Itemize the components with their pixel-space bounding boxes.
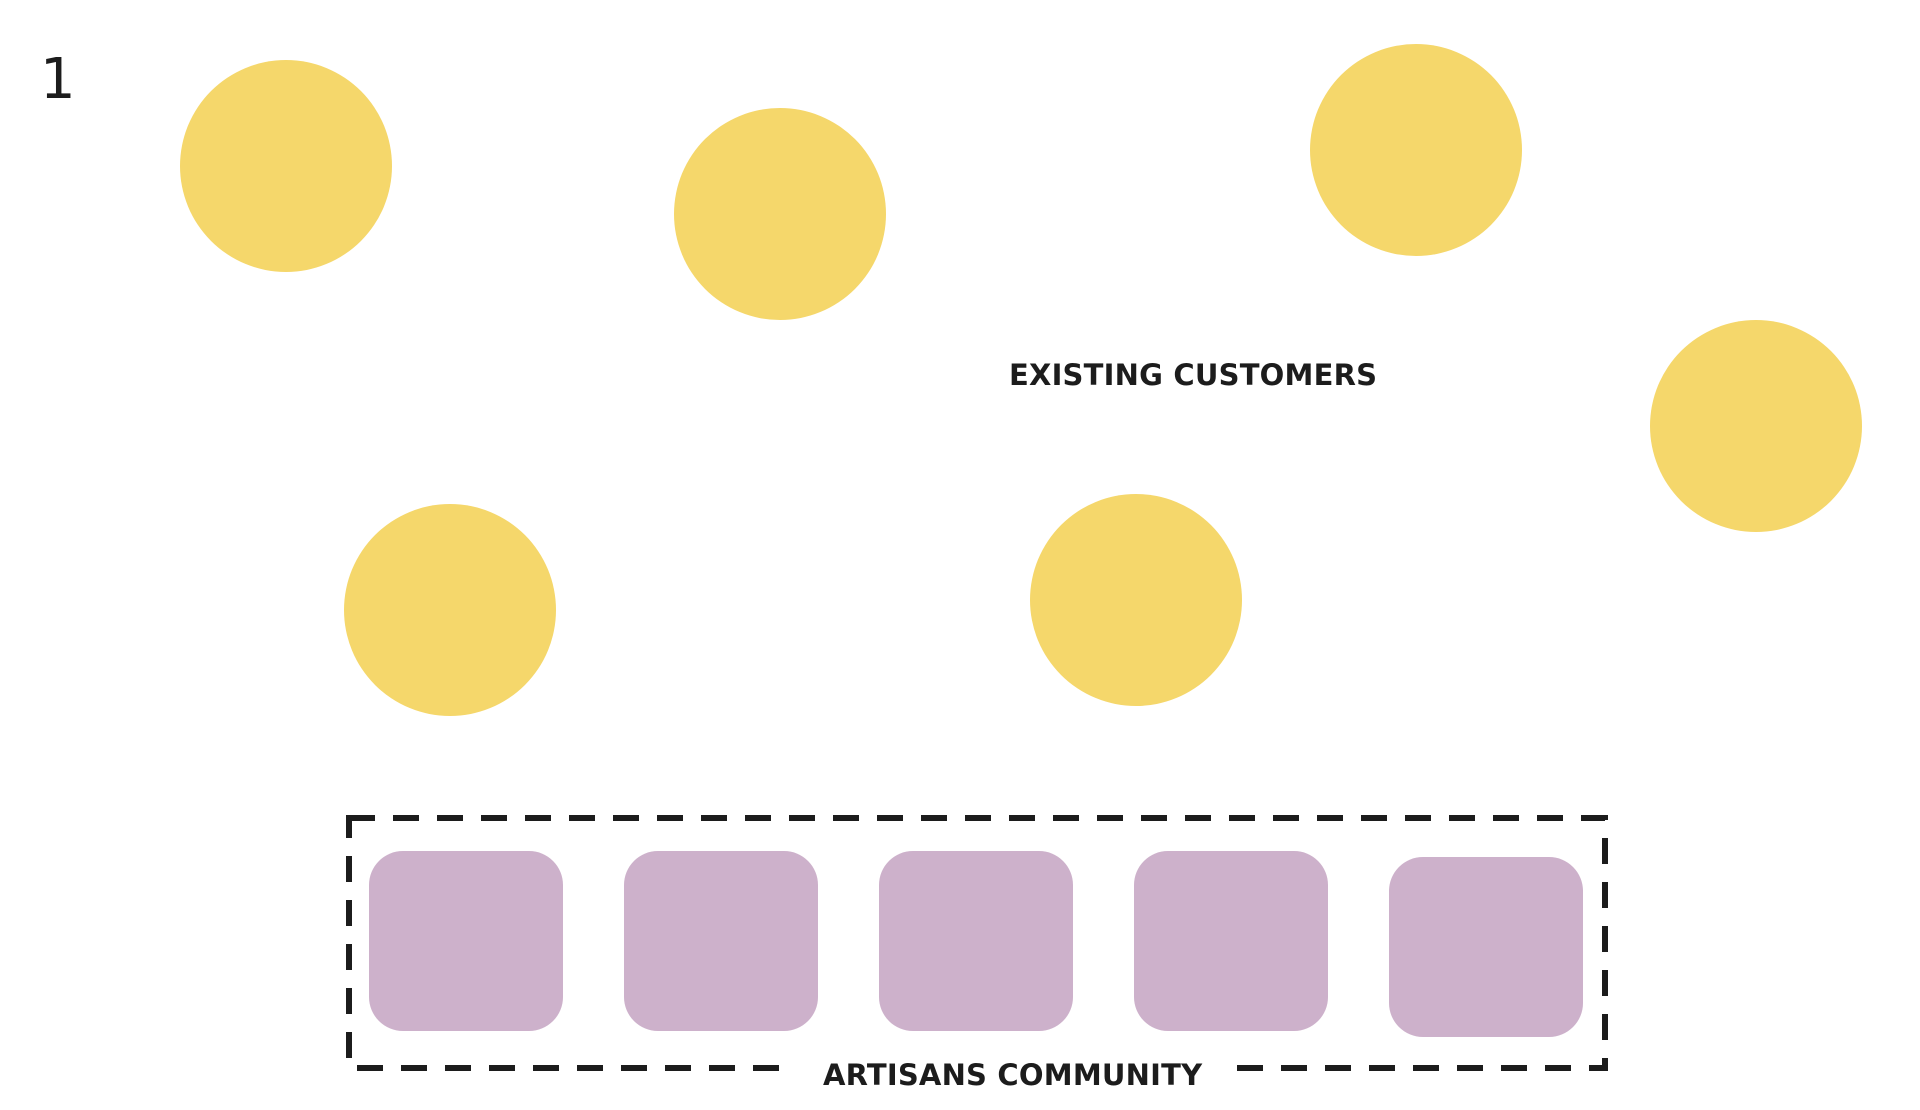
customer-circle (344, 504, 556, 716)
customer-circle (1030, 494, 1242, 706)
artisan-square (1134, 851, 1328, 1031)
customer-circle (1650, 320, 1862, 532)
step-number: 1 (40, 47, 76, 112)
customer-circle (180, 60, 392, 272)
artisans-community-label: ARTISANS COMMUNITY (795, 1058, 1231, 1092)
artisan-square (1389, 857, 1583, 1037)
existing-customers-label: EXISTING CUSTOMERS (1009, 358, 1378, 392)
customer-circle (674, 108, 886, 320)
artisan-square (369, 851, 563, 1031)
customer-circle (1310, 44, 1522, 256)
artisan-square (624, 851, 818, 1031)
artisan-square (879, 851, 1073, 1031)
